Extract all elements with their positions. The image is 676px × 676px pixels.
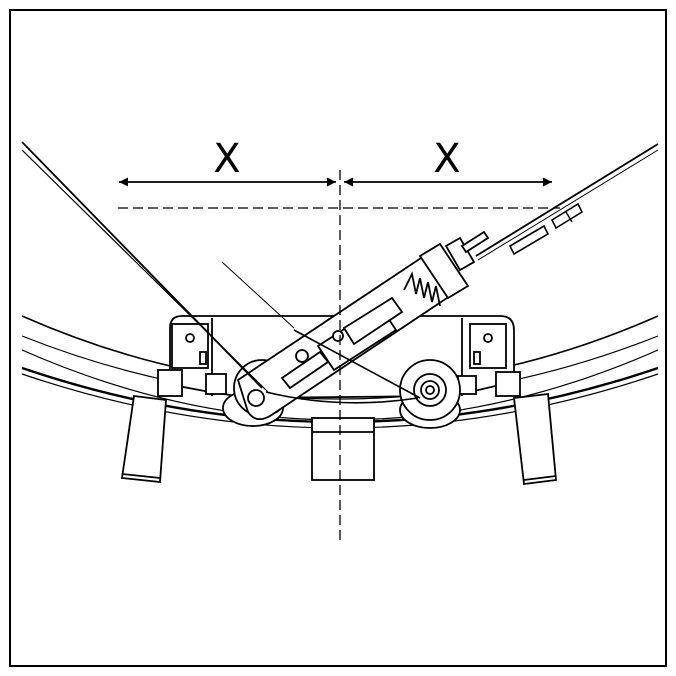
support-legs: [120, 392, 557, 486]
dimension-label-left: X: [213, 136, 240, 182]
frame-border: [9, 9, 667, 667]
dimension-label-right: X: [433, 136, 460, 182]
tensioner-body: [236, 230, 490, 421]
cables: [21, 141, 659, 404]
